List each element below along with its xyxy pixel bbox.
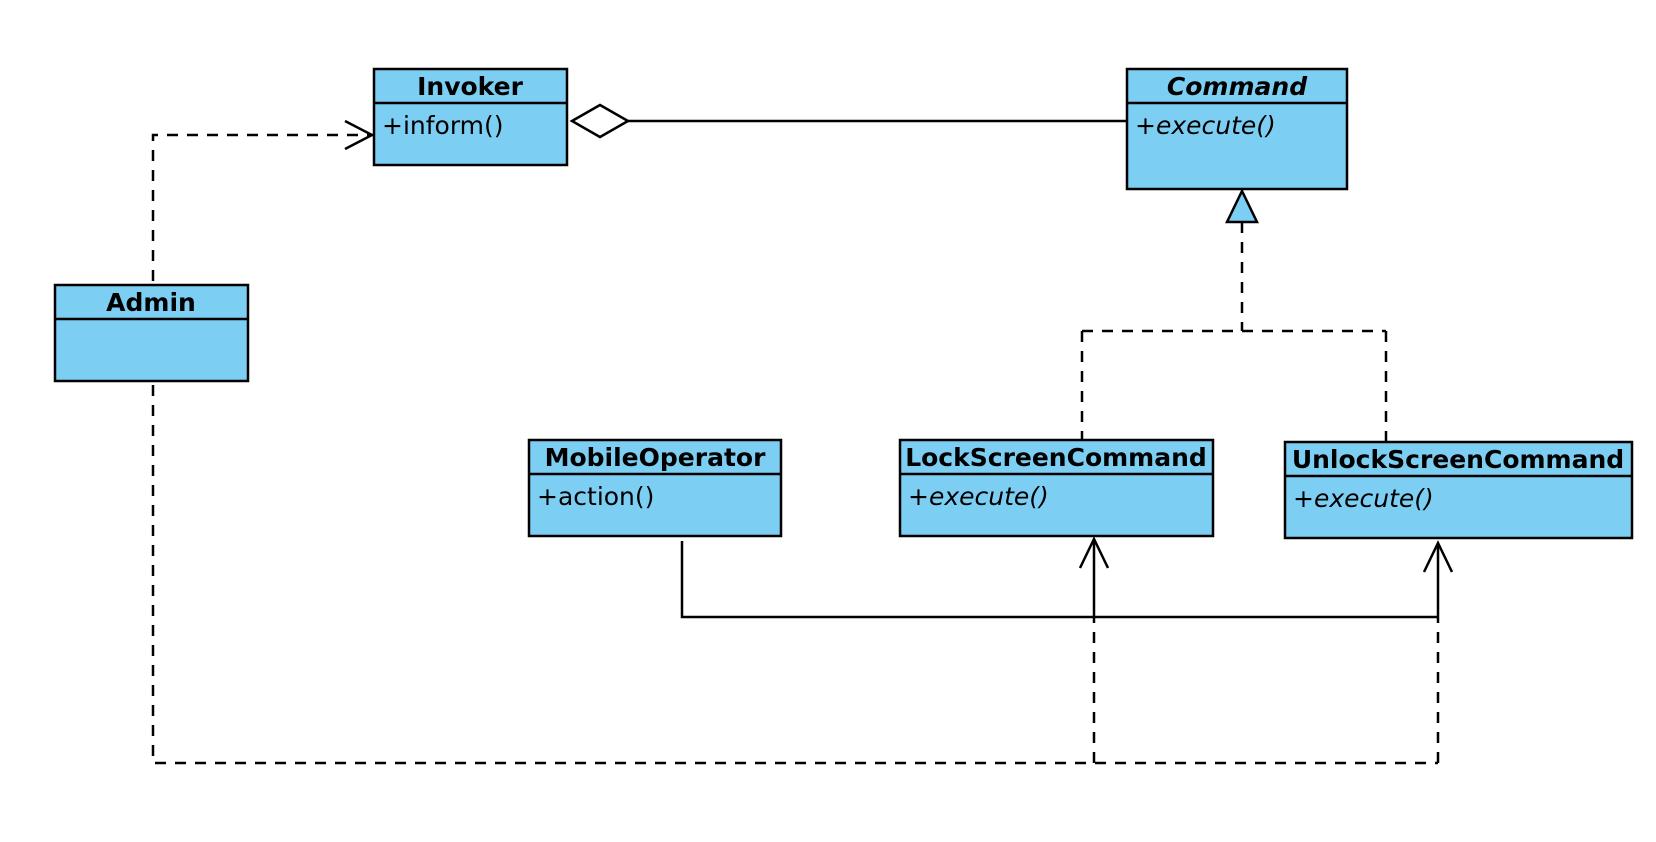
dependency-admin-commands bbox=[151, 385, 1440, 765]
aggregation-invoker-command bbox=[569, 103, 1127, 139]
class-unlock-screen-command[interactable]: UnlockScreenCommand +execute() bbox=[1283, 440, 1634, 540]
class-name: Command bbox=[1167, 72, 1308, 101]
class-mobile-operator[interactable]: MobileOperator +action() bbox=[527, 438, 783, 538]
open-arrow-head-icon bbox=[344, 119, 375, 151]
class-name: MobileOperator bbox=[545, 443, 766, 472]
open-arrow-head-icon bbox=[1078, 536, 1110, 569]
dependency-admin-invoker bbox=[151, 119, 375, 281]
class-name: Invoker bbox=[417, 72, 523, 101]
realization-commands-command bbox=[1080, 188, 1388, 441]
class-invoker[interactable]: Invoker +inform() bbox=[372, 67, 569, 167]
class-command[interactable]: Command +execute() bbox=[1125, 67, 1349, 191]
class-lock-screen-command[interactable]: LockScreenCommand +execute() bbox=[898, 438, 1215, 538]
class-operation: +execute() bbox=[908, 482, 1049, 511]
association-mobileoperator-commands bbox=[680, 536, 1454, 619]
open-arrow-head-icon bbox=[1422, 540, 1454, 573]
class-operation: +execute() bbox=[1293, 484, 1434, 513]
class-name: UnlockScreenCommand bbox=[1292, 445, 1624, 474]
class-name: LockScreenCommand bbox=[905, 443, 1207, 472]
class-operation: +action() bbox=[537, 482, 654, 511]
class-operation: +inform() bbox=[382, 111, 504, 140]
realization-triangle-icon bbox=[1225, 188, 1259, 224]
aggregation-diamond-icon bbox=[569, 103, 631, 139]
class-name: Admin bbox=[106, 288, 196, 317]
class-operation: +execute() bbox=[1135, 111, 1276, 140]
class-admin[interactable]: Admin bbox=[53, 283, 250, 383]
